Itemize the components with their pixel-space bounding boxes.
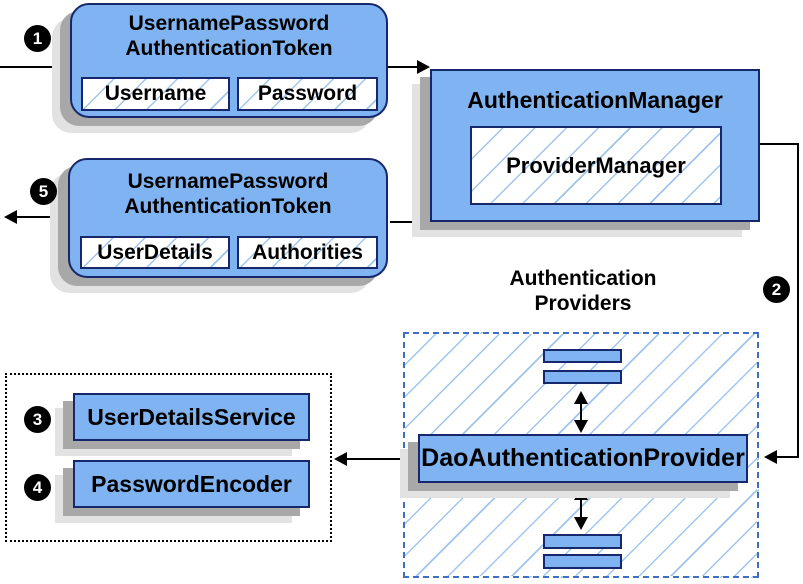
authentication-providers-heading: Authentication Providers bbox=[463, 266, 703, 316]
provider-stack-top-bar-2 bbox=[543, 370, 622, 384]
step-1-badge: 1 bbox=[24, 25, 51, 52]
arrow-token-to-manager-head-icon bbox=[417, 60, 430, 74]
dao-authentication-provider-node: DaoAuthenticationProvider bbox=[418, 434, 748, 483]
incoming-flow-line bbox=[0, 66, 70, 68]
request-token-title-line2: AuthenticationToken bbox=[125, 37, 333, 60]
step-4-badge: 4 bbox=[24, 474, 51, 501]
provider-stack-top-bar-1 bbox=[543, 349, 622, 363]
provider-stack-bottom-bar-2 bbox=[543, 554, 622, 569]
provider-stack-bottom-bar-1 bbox=[543, 534, 622, 549]
arrow-token-to-manager-line bbox=[388, 66, 417, 68]
step-2-badge: 2 bbox=[763, 276, 790, 303]
arrow-into-dao-head-icon bbox=[764, 450, 777, 464]
response-token-title: UsernamePassword AuthenticationToken bbox=[70, 169, 386, 219]
arrow-dao-to-services-head-icon bbox=[334, 452, 347, 466]
bidirectional-arrow-bottom-shaft bbox=[580, 498, 582, 518]
authentication-manager-node: AuthenticationManager ProviderManager bbox=[430, 69, 760, 222]
step-5-badge: 5 bbox=[30, 178, 57, 205]
request-token-title: UsernamePassword AuthenticationToken bbox=[72, 11, 386, 61]
bidirectional-arrow-bottom-up-icon bbox=[574, 487, 588, 500]
password-field-box: Password bbox=[237, 77, 378, 111]
connector-manager-to-provider-vertical bbox=[797, 143, 799, 458]
bidirectional-arrow-top-down-icon bbox=[574, 420, 588, 433]
connector-manager-to-response-token bbox=[390, 221, 433, 223]
step-3-badge: 3 bbox=[24, 406, 51, 433]
response-token-title-line1: UsernamePassword bbox=[127, 170, 329, 193]
bidirectional-arrow-top-shaft bbox=[580, 402, 582, 422]
password-encoder-node: PasswordEncoder bbox=[73, 460, 310, 508]
authentication-manager-title: AuthenticationManager bbox=[467, 86, 723, 113]
services-container bbox=[5, 373, 332, 542]
response-token-title-line2: AuthenticationToken bbox=[124, 195, 332, 218]
username-field-box: Username bbox=[81, 77, 230, 111]
user-details-service-node: UserDetailsService bbox=[73, 393, 310, 441]
authentication-providers-heading-line2: Providers bbox=[534, 292, 632, 315]
bidirectional-arrow-top-up-icon bbox=[574, 391, 588, 404]
request-token-node: UsernamePassword AuthenticationToken Use… bbox=[70, 3, 388, 118]
provider-manager-box: ProviderManager bbox=[470, 126, 722, 205]
bidirectional-arrow-bottom-down-icon bbox=[574, 517, 588, 530]
arrow-token-out-head-icon bbox=[4, 210, 17, 224]
authentication-providers-heading-line1: Authentication bbox=[509, 267, 657, 290]
arrow-dao-to-services-line bbox=[347, 458, 418, 460]
user-details-field-box: UserDetails bbox=[80, 236, 230, 269]
arrow-token-out-line bbox=[17, 216, 68, 218]
response-token-node: UsernamePassword AuthenticationToken Use… bbox=[68, 158, 388, 278]
authorities-field-box: Authorities bbox=[237, 236, 378, 269]
request-token-title-line1: UsernamePassword bbox=[128, 12, 330, 35]
connector-manager-to-provider-bottom bbox=[777, 456, 798, 458]
connector-manager-to-provider-top bbox=[760, 143, 799, 145]
